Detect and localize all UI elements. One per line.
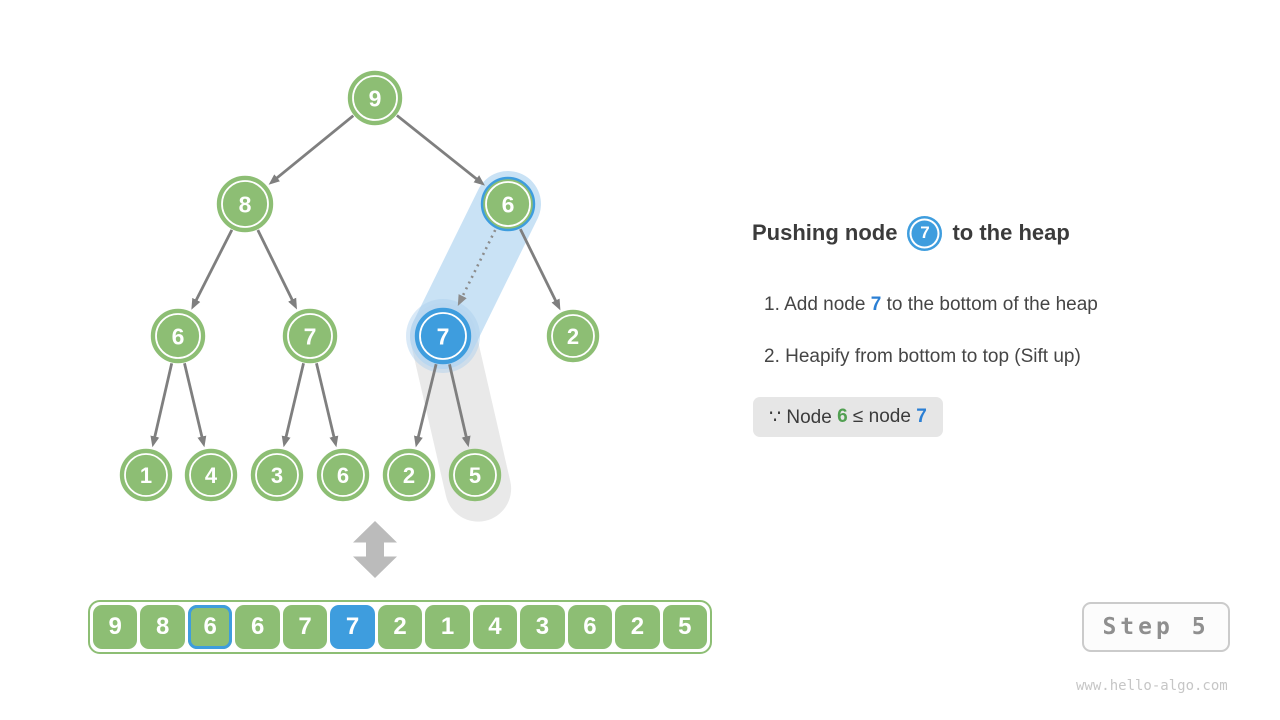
svg-text:2: 2 [567,324,579,349]
tree-edge [268,114,355,185]
comparison-note: ∵ Node 6 ≤ node 7 [753,397,943,437]
step-badge: Step 5 [1082,602,1230,652]
tree-edge [281,362,305,448]
panel-title-suffix: to the heap [952,220,1070,245]
tree-node-6: 6 [150,308,206,364]
tree-edge [519,228,561,311]
note-text: ∵ Node [769,406,838,428]
tree-node-9: 9 [347,70,403,126]
tree-node-8: 8 [216,175,274,233]
step1-text-tail: to the bottom of the heap [881,294,1098,315]
tree-node-7: 7 [414,307,472,365]
tree-edge [315,362,339,448]
array-cell-3: 6 [235,605,280,649]
tree-edge [191,229,234,310]
array-cell-2: 6 [187,605,233,649]
svg-text:1: 1 [140,463,152,488]
array-cell-5: 7 [330,605,375,649]
node-7-badge-icon: 7 [907,215,943,251]
svg-text:6: 6 [337,463,349,488]
site-url: www.hello-algo.com [1076,678,1228,694]
array-cell-10: 6 [567,605,613,649]
panel-title-prefix: Pushing node [752,220,898,245]
svg-text:7: 7 [304,324,317,350]
tree-node-4: 4 [184,448,238,502]
heap-tree-diagram: 9 8 6 6 7 7 2 1 4 3 6 2 5 [119,70,600,578]
step1-node-ref: 7 [870,294,882,315]
tree-node-3: 3 [250,448,304,502]
tree-node-6: 6 [480,176,536,232]
array-cell-11: 2 [615,605,660,649]
tree-edge [256,229,297,310]
tree-edge [414,363,438,448]
svg-text:2: 2 [403,463,415,488]
tree-edge [183,362,207,448]
swap-arrow-icon [353,521,397,578]
tree-node-1: 1 [119,448,173,502]
svg-text:3: 3 [271,463,283,488]
step2-text: 2. Heapify from bottom to top (Sift up) [764,346,1081,367]
svg-text:6: 6 [502,192,515,218]
tree-edge [396,114,485,186]
tree-node-6: 6 [316,448,370,502]
tree-node-7: 7 [282,308,338,364]
array-cell-1: 8 [140,605,185,649]
array-cell-0: 9 [93,605,138,649]
array-cell-12: 5 [662,605,708,649]
svg-text:9: 9 [369,86,382,112]
tree-node-2: 2 [382,448,436,502]
svg-text:7: 7 [437,324,450,350]
note-node-7-ref: 7 [916,406,927,427]
svg-text:5: 5 [469,463,481,488]
panel-title: Pushing node 7 to the heap [752,212,1070,254]
step1-text: 1. Add node [764,294,871,315]
svg-text:4: 4 [205,463,218,488]
note-text-mid: ≤ node [847,406,917,427]
array-cell-4: 7 [282,605,328,649]
array-cell-7: 1 [425,605,470,649]
step-badge-label: Step 5 [1102,614,1210,640]
note-node-6-ref: 6 [837,406,848,427]
svg-text:8: 8 [239,192,252,218]
tree-node-2: 2 [546,309,600,363]
tree-edge [448,363,471,448]
array-cell-9: 3 [520,605,565,649]
svg-text:6: 6 [172,324,185,350]
tree-edge [150,362,174,448]
instruction-step-1: 1. Add node 7 to the bottom of the heap [764,293,1098,317]
array-cell-8: 4 [472,605,518,649]
tree-node-5: 5 [448,448,502,502]
array-cell-6: 2 [377,605,423,649]
instruction-step-2: 2. Heapify from bottom to top (Sift up) [764,345,1081,369]
